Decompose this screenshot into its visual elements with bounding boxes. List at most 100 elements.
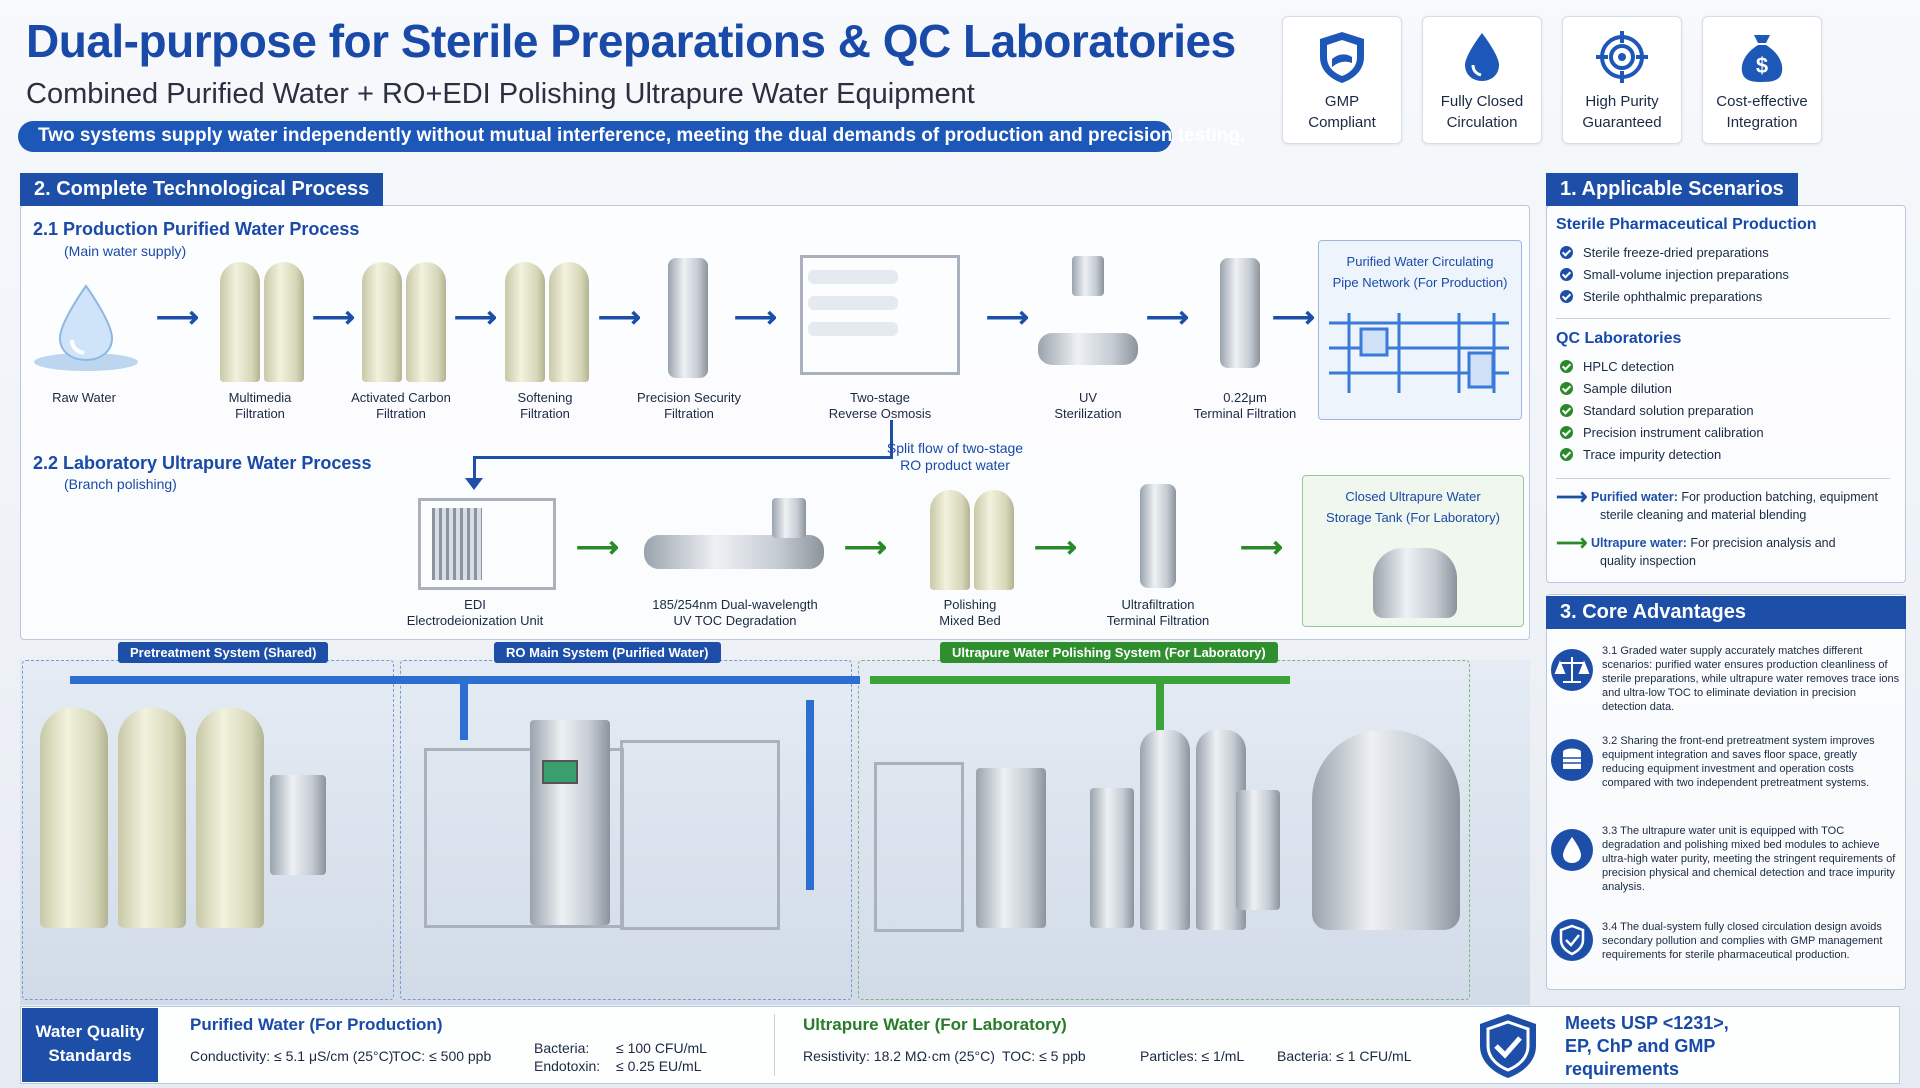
flow-arrow-icon: ⟶ — [312, 301, 356, 334]
flow-arrow-icon: ⟶ — [598, 301, 642, 334]
edi-stack — [432, 508, 482, 580]
multimedia-tank-1 — [220, 262, 260, 382]
check-icon — [1560, 268, 1573, 281]
flow-arrow-icon: ⟶ — [1034, 531, 1078, 564]
pretreatment-tank-2 — [118, 708, 186, 928]
svg-text:$: $ — [1756, 53, 1768, 78]
ro-frame-2 — [620, 740, 780, 930]
money-bag-icon: $ — [1741, 35, 1783, 82]
production-process-note: (Main water supply) — [64, 243, 187, 259]
pretreatment-tank-3 — [196, 708, 264, 928]
water-drop-icon — [1551, 829, 1593, 871]
ultrapure-storage-vessel — [1312, 730, 1460, 930]
purified-bacteria-value: ≤ 100 CFU/mL — [616, 1040, 707, 1056]
sterile-list: Sterile freeze-dried preparations Small-… — [1560, 238, 1789, 311]
pretreatment-control-cabinet — [270, 775, 326, 875]
ultrapure-bacteria: Bacteria: ≤ 1 CFU/mL — [1277, 1048, 1412, 1064]
pretreatment-tank-1 — [40, 708, 108, 928]
divider — [774, 1014, 775, 1076]
mixed-bed-tank-2 — [974, 490, 1014, 590]
list-item: HPLC detection — [1560, 359, 1764, 374]
lab-process-note: (Branch polishing) — [64, 476, 177, 492]
polishing-control-cabinet — [1236, 790, 1280, 910]
ro-system-label: RO Main System (Purified Water) — [494, 642, 721, 663]
pipe-network-illustration — [1329, 313, 1509, 393]
uv-unit — [1090, 788, 1134, 928]
check-icon — [1560, 448, 1573, 461]
raw-water-drop-icon — [34, 284, 138, 371]
advantage-item: 3.1 Graded water supply accurately match… — [1550, 638, 1902, 718]
check-icon — [1560, 290, 1573, 303]
list-item: Precision instrument calibration — [1560, 425, 1764, 440]
compliance-shield-icon — [1480, 1014, 1536, 1078]
carbon-tank-2 — [406, 262, 446, 382]
legend-purified: ⟶ Purified water: For production batchin… — [1556, 484, 1878, 523]
divider — [1556, 478, 1890, 479]
split-line — [473, 456, 893, 459]
purified-bacteria-label: Bacteria: — [534, 1040, 590, 1056]
flow-arrow-icon: ⟶ — [576, 531, 620, 564]
scenarios-panel — [1546, 205, 1906, 583]
multimedia-tank-2 — [264, 262, 304, 382]
split-line-down — [473, 456, 476, 482]
edi-unit — [418, 498, 556, 590]
ro-control-screen — [542, 760, 578, 784]
balance-scale-icon — [1551, 649, 1593, 691]
ultrapure-toc: TOC: ≤ 5 ppb — [1002, 1048, 1086, 1064]
uv-toc-unit — [644, 535, 824, 569]
uv-sterilizer — [1038, 333, 1138, 365]
flow-arrow-icon: ⟶ — [1146, 301, 1190, 334]
carbon-tank-1 — [362, 262, 402, 382]
mixed-bed-tank-1 — [930, 490, 970, 590]
check-icon — [1560, 404, 1573, 417]
flow-arrow-icon: ⟶ — [1272, 301, 1316, 334]
check-icon — [1560, 246, 1573, 259]
list-item: Trace impurity detection — [1560, 447, 1764, 462]
pipe — [1156, 680, 1164, 740]
pipe — [806, 700, 814, 890]
purified-conductivity: Conductivity: ≤ 5.1 μS/cm (25°C) — [190, 1048, 394, 1064]
shield-icon — [1320, 32, 1364, 83]
advantages-panel — [1546, 594, 1906, 990]
pipe — [870, 676, 1290, 684]
production-process-title: 2.1 Production Purified Water Process — [33, 219, 360, 239]
mixed-bed-vessel-1 — [1140, 730, 1190, 930]
list-item: Small-volume injection preparations — [1560, 267, 1789, 282]
ultrapure-particles: Particles: ≤ 1/mL — [1140, 1048, 1245, 1064]
list-item: Sterile ophthalmic preparations — [1560, 289, 1789, 304]
page-title: Dual-purpose for Sterile Preparations & … — [26, 15, 1236, 67]
ultrapure-standards-title: Ultrapure Water (For Laboratory) — [803, 1015, 1067, 1034]
purified-endotoxin-value: ≤ 0.25 EU/mL — [616, 1058, 702, 1074]
page-subtitle: Combined Purified Water + RO+EDI Polishi… — [26, 78, 975, 110]
check-icon — [1560, 382, 1573, 395]
coins-icon — [1551, 739, 1593, 781]
softening-tank-2 — [549, 262, 589, 382]
check-icon — [1560, 360, 1573, 373]
process-heading: 2. Complete Technological Process — [20, 173, 384, 206]
purified-endotoxin-label: Endotoxin: — [534, 1058, 601, 1074]
storage-tank — [1373, 548, 1457, 618]
advantages-heading: 3. Core Advantages — [1546, 596, 1906, 629]
list-item: Sterile freeze-dried preparations — [1560, 245, 1789, 260]
water-drop-icon — [1465, 33, 1499, 81]
flow-arrow-icon: ⟶ — [734, 301, 778, 334]
advantage-item: 3.2 Sharing the front-end pretreatment s… — [1550, 728, 1902, 808]
tagline-banner: Two systems supply water independently w… — [18, 121, 1245, 152]
scenarios-heading: 1. Applicable Scenarios — [1546, 173, 1798, 206]
flow-arrow-icon: ⟶ — [986, 301, 1030, 334]
pretreatment-system-label: Pretreatment System (Shared) — [118, 642, 329, 663]
qc-list: HPLC detection Sample dilution Standard … — [1560, 352, 1764, 469]
divider — [1556, 318, 1890, 319]
flow-arrow-icon: ⟶ — [1240, 531, 1284, 564]
flow-arrow-icon: ⟶ — [156, 301, 200, 334]
